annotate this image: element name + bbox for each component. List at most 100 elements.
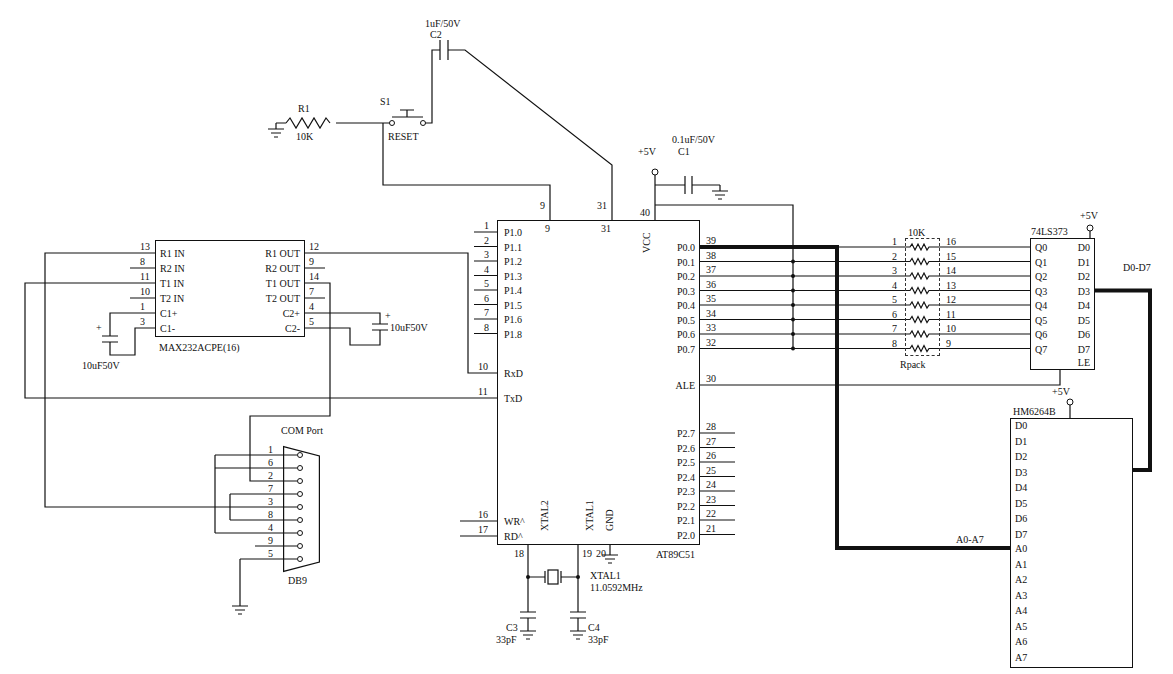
wire-connector [940, 247, 1030, 349]
pin-name: D7 [1015, 529, 1027, 540]
pin-lead [283, 546, 297, 547]
pin-lead [283, 520, 297, 521]
pin-socket [298, 505, 303, 510]
pin-socket [298, 557, 303, 562]
pin-name: RD^ [504, 531, 523, 542]
schematic-label: 7 [309, 286, 314, 297]
schematic-label: 8 [268, 509, 273, 520]
pin-name: P0.2 [677, 271, 695, 282]
pin-name: A1 [1015, 559, 1027, 570]
pin-name: P1.8 [504, 329, 522, 340]
schematic-label: 3 [268, 496, 273, 507]
schematic-label: 6 [484, 293, 489, 304]
pin-name: P0.1 [677, 257, 695, 268]
wire-connector [700, 370, 1060, 385]
schematic-label: 9 [540, 200, 545, 211]
schematic-label: 33pF [496, 634, 517, 645]
schematic-label: 10uF50V [390, 322, 428, 333]
ground-symbol [520, 625, 536, 639]
schematic-label: 18 [514, 548, 524, 559]
pin-name: D6 [1015, 513, 1027, 524]
pin-name: P2.1 [677, 515, 695, 526]
schematic-label: 21 [706, 523, 716, 534]
pin-name: D4 [1078, 300, 1090, 311]
pin-name: Q2 [1035, 271, 1047, 282]
schematic-label: XTAL1 [590, 570, 621, 581]
schematic-label: 16 [478, 509, 488, 520]
schematic-label: 5 [892, 294, 897, 305]
schematic-label: 10 [140, 286, 150, 297]
schematic-label: 37 [706, 264, 716, 275]
schematic-label: +5V [1052, 386, 1070, 397]
power-terminal [1067, 399, 1073, 405]
schematic-label: 39 [706, 235, 716, 246]
schematic-label: 15 [946, 251, 956, 262]
schematic-label: 14 [946, 265, 956, 276]
pin-name: MAX232ACPE(16) [159, 342, 240, 353]
schematic-label: 9 [309, 256, 314, 267]
pin-name: A3 [1015, 590, 1027, 601]
schematic-label: C2 [430, 29, 442, 40]
pin-name: COM Port [281, 425, 323, 436]
schematic-label: 1 [892, 236, 897, 247]
pin-name: D1 [1078, 257, 1090, 268]
resistor-pack: 10KRpack [905, 238, 940, 356]
pin-lead [283, 468, 297, 469]
pin-name: D3 [1015, 467, 1027, 478]
schematic-label: 8 [892, 338, 897, 349]
pin-name: T2 OUT [266, 293, 300, 304]
schematic-label: 3 [892, 265, 897, 276]
power-terminal [1087, 225, 1093, 231]
pin-name: P0.0 [677, 242, 695, 253]
pin-name: C1- [160, 323, 175, 334]
schematic-label: 25 [706, 465, 716, 476]
schematic-label: + [96, 322, 102, 333]
schematic-label: 2 [892, 251, 897, 262]
pin-name: P0.4 [677, 300, 695, 311]
schematic-label: 9 [946, 338, 951, 349]
pin-name: D2 [1078, 271, 1090, 282]
schematic-label: 7 [268, 483, 273, 494]
pin-name: D0 [1015, 420, 1027, 431]
pin-name: TxD [504, 393, 522, 404]
pin-name: D1 [1015, 436, 1027, 447]
schematic-label: 7 [484, 307, 489, 318]
pin-name: Q1 [1035, 257, 1047, 268]
schematic-label: 4 [484, 264, 489, 275]
junction-dot [526, 575, 530, 579]
schematic-label: 30 [706, 373, 716, 384]
pin-lead [283, 455, 297, 456]
pin-name: C1+ [160, 308, 177, 319]
ic-chip: 74LS373Q0Q1Q2Q3Q4Q5Q6Q7D0D1D2D3D4D5D6D7L… [1030, 238, 1095, 370]
schematic-label: 11 [478, 386, 488, 397]
wire [102, 40, 1090, 625]
schematic-label: 1 [484, 220, 489, 231]
ground-symbol [268, 123, 284, 137]
switch-contact [390, 121, 395, 126]
pin-name: P1.2 [504, 256, 522, 267]
pin-name: XTAL2 [539, 500, 550, 531]
schematic-label: 17 [478, 524, 488, 535]
schematic-label: 19 [582, 548, 592, 559]
pin-name: A4 [1015, 605, 1027, 616]
schematic-label: 10 [478, 361, 488, 372]
pin-name: WR^ [504, 516, 525, 527]
schematic-label: 0.1uF/50V [672, 134, 715, 145]
pin-name: P2.0 [677, 530, 695, 541]
pin-name: P1.3 [504, 271, 522, 282]
pin-name: 10K [908, 227, 925, 238]
ground-symbol [570, 625, 586, 639]
pin-name: P1.0 [504, 227, 522, 238]
pin-name: P1.6 [504, 314, 522, 325]
pin-socket [298, 531, 303, 536]
pin-name: Q0 [1035, 242, 1047, 253]
schematic-label: 5 [268, 548, 273, 559]
pin-name: C2+ [283, 308, 300, 319]
pin-name: Q5 [1035, 315, 1047, 326]
pin-name: T1 OUT [266, 278, 300, 289]
pin-name: D4 [1015, 482, 1027, 493]
pin-name: D0 [1078, 242, 1090, 253]
schematic-label: 1 [268, 444, 273, 455]
pin-name: VCC [641, 232, 652, 253]
